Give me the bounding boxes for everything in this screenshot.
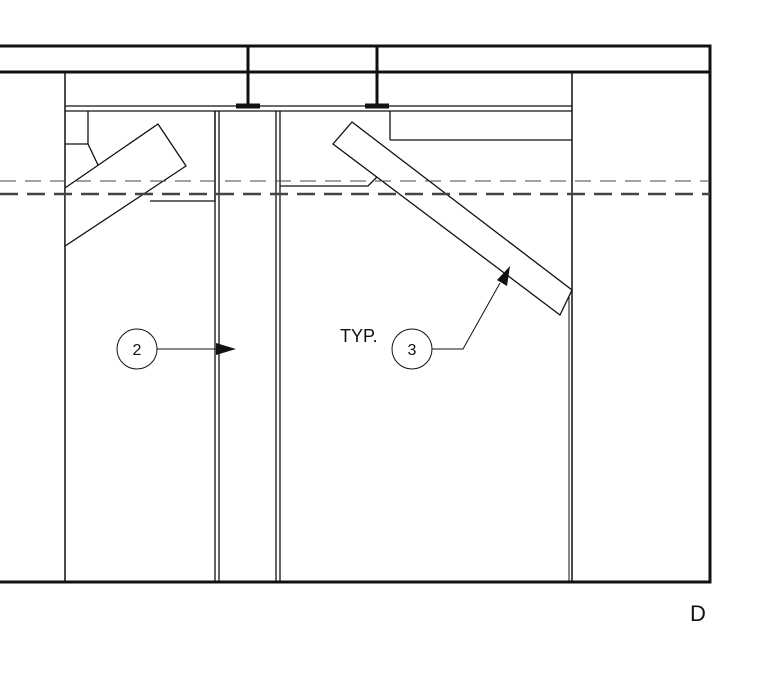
diagonal-braces xyxy=(64,121,573,316)
outer-frame-line xyxy=(0,44,712,584)
right-header-foot xyxy=(280,175,379,187)
callout-2: 2 xyxy=(116,328,236,370)
hidden-lines xyxy=(0,180,710,196)
leader-arrowhead xyxy=(497,266,510,286)
beam-section xyxy=(0,70,710,582)
building-frame xyxy=(0,44,712,584)
callout-number: 3 xyxy=(408,342,417,359)
callout-3: TYP. 3 xyxy=(340,266,510,370)
left-header-block xyxy=(87,111,99,166)
callout-note: TYP. xyxy=(340,326,378,346)
leader-line xyxy=(432,282,501,350)
right-diagonal-brace xyxy=(332,121,573,316)
sheet-mark-label: D xyxy=(690,601,706,626)
left-diagonal-brace xyxy=(64,123,187,248)
leader-arrowhead xyxy=(216,343,236,355)
center-header-block xyxy=(150,111,216,202)
header-blocks xyxy=(65,111,572,202)
hangers xyxy=(236,46,389,109)
callout-number: 2 xyxy=(133,342,142,359)
